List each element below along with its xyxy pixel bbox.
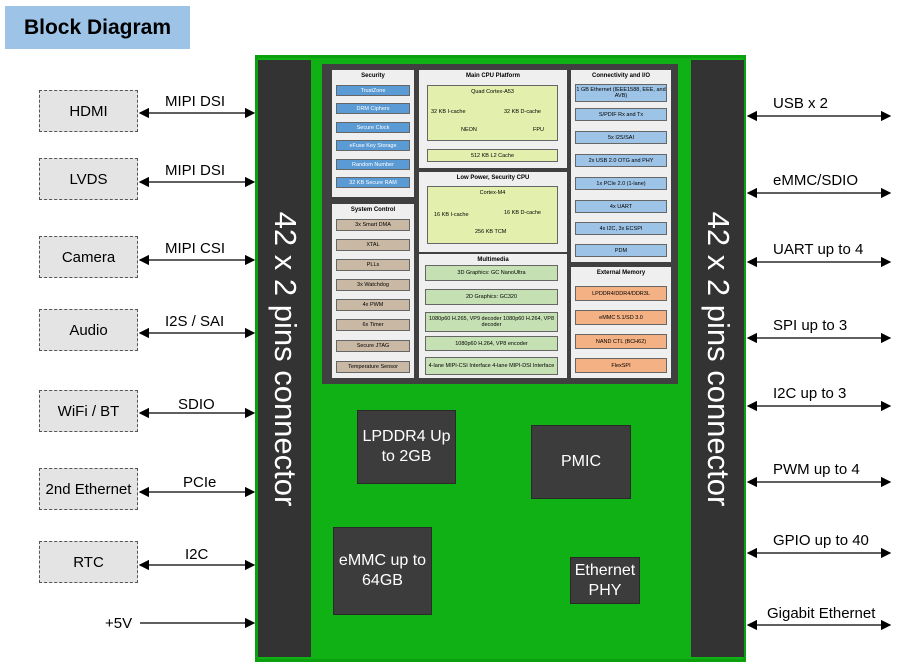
conn-item: 4x I2C, 3x ECSPI — [575, 222, 667, 235]
soc-multimedia: Multimedia 3D Graphics: GC NanoUltra 2D … — [419, 254, 567, 378]
iface-emmc-sdio: eMMC/SDIO — [773, 172, 859, 189]
sysctl-item: 4x PWM — [336, 299, 410, 311]
mm-item: 1080p60 H.265, VP9 decoder 1080p60 H.264… — [425, 312, 558, 332]
iface-label-hdmi: MIPI DSI — [165, 93, 226, 110]
iface-label-camera: MIPI CSI — [165, 240, 226, 257]
iface-gigabit-ethernet: Gigabit Ethernet — [767, 605, 876, 622]
soc-security: Security TrustZone DRM Ciphers Secure Cl… — [332, 70, 414, 197]
conn-item: S/PDIF Rx and Tx — [575, 108, 667, 121]
cpu-core-label: Quad Cortex-A53 — [471, 89, 514, 95]
sysctl-item: PLLs — [336, 259, 410, 271]
chip-pmic: PMIC — [531, 425, 631, 499]
sec-item: Random Number — [336, 159, 410, 170]
mm-item: 1080p60 H.264, VP8 encoder — [425, 336, 558, 351]
mem-item: FlexSPI — [575, 358, 667, 373]
lp-tcm: 256 KB TCM — [475, 229, 507, 235]
security-title: Security — [361, 73, 385, 79]
conn-item: 5x I2S/SAI — [575, 131, 667, 144]
lp-core-group: Cortex-M4 — [427, 186, 558, 244]
soc-main-cpu: Main CPU Platform Quad Cortex-A53 32 KB … — [419, 70, 567, 168]
sec-item: eFuse Key Storage — [336, 140, 410, 151]
periph-hdmi: HDMI — [39, 90, 138, 132]
mem-item: NAND CTL (BCH62) — [575, 334, 667, 349]
chip-ethernet-phy: Ethernet PHY — [570, 557, 640, 604]
periph-camera: Camera — [39, 236, 138, 278]
right-connector: 42 x 2 pins connector — [691, 60, 744, 657]
iface-pwm: PWM up to 4 — [773, 461, 860, 478]
sysctl-item: Temperature Sensor — [336, 361, 410, 373]
soc-system-control: System Control 3x Smart DMA XTAL PLLs 3x… — [332, 204, 414, 378]
conn-item: 1x PCIe 2.0 (1-lane) — [575, 177, 667, 190]
sysctl-item: 3x Smart DMA — [336, 219, 410, 231]
sysctl-item: 6x Timer — [336, 319, 410, 331]
iface-i2c: I2C up to 3 — [773, 385, 847, 402]
iface-gpio: GPIO up to 40 — [773, 532, 869, 549]
sec-item: Secure Clock — [336, 122, 410, 133]
cpu-dcache: 32 KB D-cache — [504, 109, 541, 115]
conn-item: 1 GB Ethernet (IEEE1588, EEE, and AVB) — [575, 84, 667, 102]
iface-uart: UART up to 4 — [773, 241, 864, 258]
conn-item: 2x USB 2.0 OTG and PHY — [575, 154, 667, 167]
soc-connectivity: Connectivity and I/O 1 GB Ethernet (IEEE… — [571, 70, 671, 262]
mm-item: 2D Graphics: GC320 — [425, 289, 558, 305]
iface-label-audio: I2S / SAI — [165, 313, 225, 330]
cpu-neon: NEON — [461, 127, 477, 133]
cpu-core-group: Quad Cortex-A53 — [427, 85, 558, 141]
main-cpu-title: Main CPU Platform — [465, 73, 520, 79]
soc-lp-cpu: Low Power, Security CPU Cortex-M4 16 KB … — [419, 172, 567, 252]
lp-core-label: Cortex-M4 — [479, 190, 506, 196]
system-control-title: System Control — [350, 207, 396, 213]
lp-icache: 16 KB I-cache — [434, 212, 469, 218]
chip-lpddr4: LPDDR4 Up to 2GB — [357, 410, 456, 484]
chip-emmc: eMMC up to 64GB — [333, 527, 432, 615]
cpu-icache: 32 KB I-cache — [431, 109, 466, 115]
periph-lvds: LVDS — [39, 158, 138, 200]
ext-mem-title: External Memory — [596, 270, 646, 276]
iface-label-rtc: I2C — [185, 546, 209, 563]
left-connector: 42 x 2 pins connector — [258, 60, 311, 657]
periph-2nd-ethernet: 2nd Ethernet — [39, 468, 138, 510]
sysctl-item: 3x Watchdog — [336, 279, 410, 291]
sysctl-item: XTAL — [336, 239, 410, 251]
iface-usb: USB x 2 — [773, 95, 829, 112]
iface-spi: SPI up to 3 — [773, 317, 848, 334]
sec-item: TrustZone — [336, 85, 410, 96]
diagram-title: Block Diagram — [5, 6, 190, 49]
lp-cpu-title: Low Power, Security CPU — [456, 175, 530, 181]
lp-dcache: 16 KB D-cache — [504, 210, 541, 216]
soc-external-memory: External Memory LPDDR4/DDR4/DDR3L eMMC 5… — [571, 267, 671, 378]
periph-wifi-bt: WiFi / BT — [39, 390, 138, 432]
sec-item: DRM Ciphers — [336, 103, 410, 114]
cpu-l2: 512 KB L2 Cache — [427, 149, 558, 162]
connectivity-title: Connectivity and I/O — [591, 73, 650, 79]
sysctl-item: Secure JTAG — [336, 340, 410, 352]
iface-label-lvds: MIPI DSI — [165, 162, 226, 179]
conn-item: 4x UART — [575, 200, 667, 213]
soc-block: Security TrustZone DRM Ciphers Secure Cl… — [322, 64, 678, 384]
cpu-fpu: FPU — [533, 127, 544, 133]
iface-label-ethernet: PCIe — [183, 474, 217, 491]
mm-item: 4-lane MIPI-CSI Interface 4-lane MIPI-DS… — [425, 357, 558, 375]
mem-item: eMMC 5.1/SD 3.0 — [575, 310, 667, 325]
periph-audio: Audio — [39, 309, 138, 351]
multimedia-title: Multimedia — [477, 257, 509, 263]
conn-item: PDM — [575, 244, 667, 257]
mem-item: LPDDR4/DDR4/DDR3L — [575, 286, 667, 301]
sec-item: 32 KB Secure RAM — [336, 177, 410, 188]
mm-item: 3D Graphics: GC NanoUltra — [425, 265, 558, 281]
periph-rtc: RTC — [39, 541, 138, 583]
power-label: +5V — [105, 615, 133, 632]
